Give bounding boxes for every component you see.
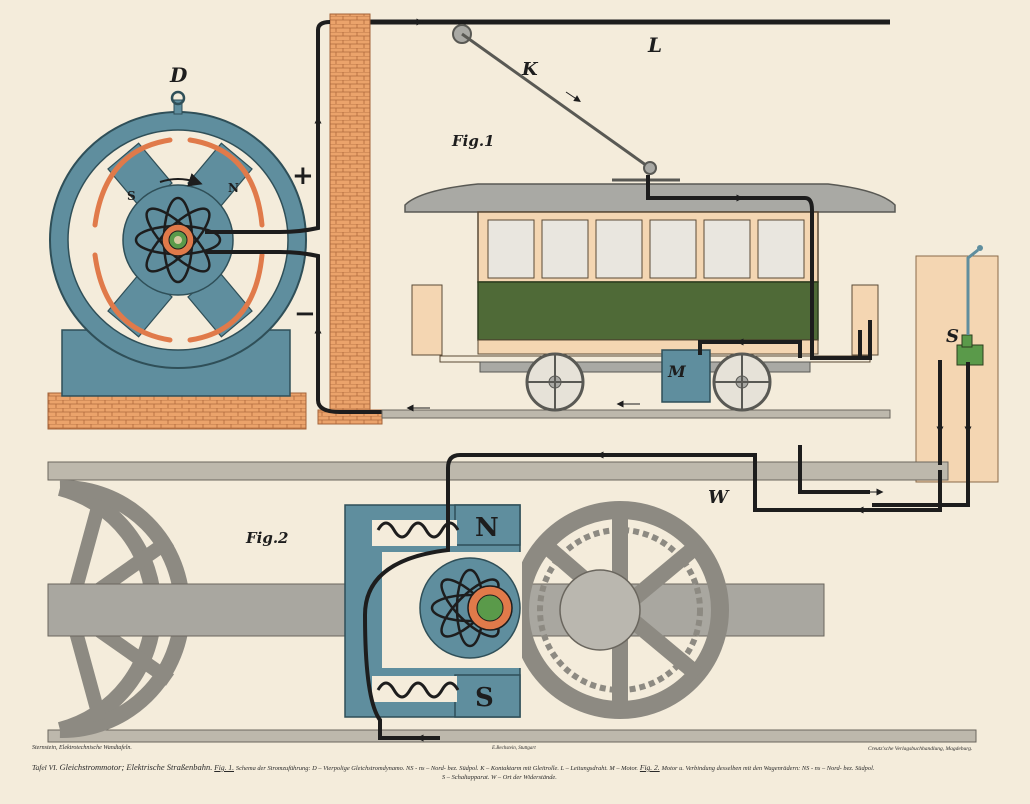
tram-motor bbox=[661, 349, 711, 403]
caption-line-1: Tafel VI. Gleichstrommotor; Elektrische … bbox=[32, 762, 874, 772]
rail-fig1 bbox=[381, 409, 891, 419]
caption-plate: Tafel VI. bbox=[32, 763, 58, 772]
caption-fig2: Motor u. Verbindung desselben mit den Wa… bbox=[661, 765, 875, 772]
label-pole-n: N bbox=[228, 181, 239, 195]
dynamo bbox=[47, 90, 307, 430]
rail-lower-fig2 bbox=[47, 729, 977, 743]
traction-motor bbox=[344, 504, 522, 718]
label-resistor: W bbox=[708, 487, 730, 508]
printer-center: E.Bechstein, Stuttgart bbox=[492, 746, 536, 751]
switch-apparatus bbox=[956, 245, 984, 366]
label-north-big: N bbox=[475, 513, 499, 543]
caption-title: Gleichstrommotor; Elektrische Straßenbah… bbox=[59, 762, 213, 772]
caption-fig2-ref: Fig. 2. bbox=[639, 763, 660, 772]
label-fig1: Fig.1 bbox=[451, 132, 495, 150]
trolley-pole bbox=[452, 24, 680, 182]
switch-cabinet bbox=[915, 255, 999, 483]
motor-wiring bbox=[362, 360, 970, 740]
caption-line-2: S – Schaltapparat. W – Ort der Widerstän… bbox=[442, 774, 557, 781]
right-wheel bbox=[511, 501, 729, 719]
publisher-right: Creutz'sche Verlagsbuchhandlung, Magdebu… bbox=[868, 746, 973, 752]
brick-pole bbox=[329, 13, 371, 425]
tram-car bbox=[404, 183, 896, 412]
label-pole-s: S bbox=[127, 189, 136, 203]
caption-fig1-ref: Fig. 1. bbox=[214, 763, 235, 772]
label-line: L bbox=[647, 33, 662, 57]
label-dynamo: D bbox=[169, 63, 188, 87]
label-minus: − bbox=[294, 299, 316, 329]
label-plus: + bbox=[292, 161, 314, 191]
publisher-left: Sternstein, Elektrotechnische Wandtafeln… bbox=[32, 745, 132, 751]
caption-fig1: Schema der Stromzuführung: D – Vierpolig… bbox=[235, 765, 639, 772]
label-fig2: Fig.2 bbox=[245, 529, 289, 547]
label-switch: S bbox=[946, 326, 959, 347]
label-motor: M bbox=[667, 362, 687, 381]
rail-upper-fig2 bbox=[47, 461, 949, 481]
label-trolley: K bbox=[521, 59, 539, 80]
label-south-big: S bbox=[475, 683, 494, 713]
